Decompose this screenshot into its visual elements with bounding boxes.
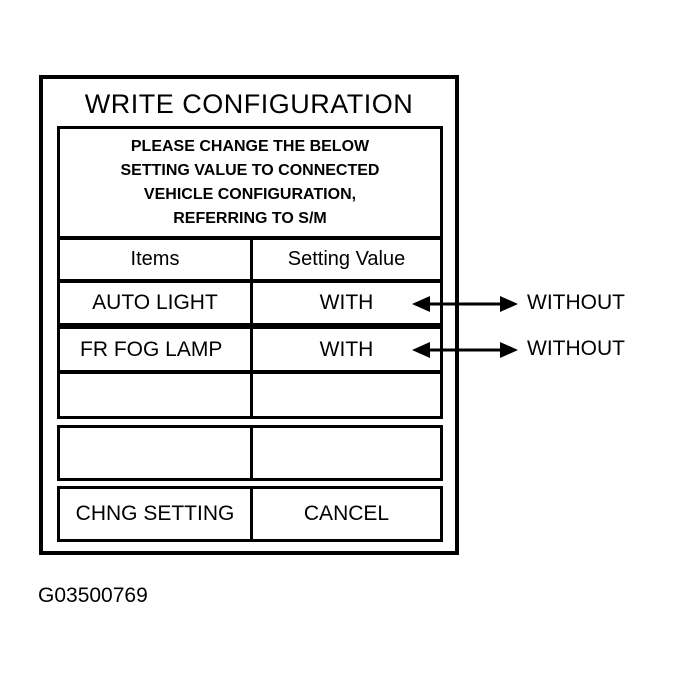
instruction-message: PLEASE CHANGE THE BELOW SETTING VALUE TO… [57, 126, 443, 239]
cancel-button[interactable]: CANCEL [250, 486, 443, 542]
figure-code: G03500769 [38, 584, 148, 607]
double-arrow-icon [412, 296, 518, 312]
empty-value-cell [250, 371, 443, 419]
header-setting-value: Setting Value [250, 237, 443, 282]
message-line: SETTING VALUE TO CONNECTED [120, 161, 380, 179]
message-line: VEHICLE CONFIGURATION, [143, 185, 357, 203]
screen-title: WRITE CONFIGURATION [84, 89, 414, 119]
value-auto-light[interactable]: WITH [250, 280, 443, 326]
header-items: Items [57, 237, 253, 282]
message-line: PLEASE CHANGE THE BELOW [130, 137, 370, 155]
message-line: REFERRING TO S/M [173, 209, 327, 227]
item-auto-light: AUTO LIGHT [57, 280, 253, 326]
double-arrow-icon [412, 342, 518, 358]
alternative-value-fr-fog-lamp: WITHOUT [527, 337, 625, 360]
empty-item-cell [57, 425, 253, 481]
empty-item-cell [57, 371, 253, 419]
change-setting-button[interactable]: CHNG SETTING [57, 486, 253, 542]
alternative-value-auto-light: WITHOUT [527, 291, 625, 314]
empty-value-cell [250, 425, 443, 481]
